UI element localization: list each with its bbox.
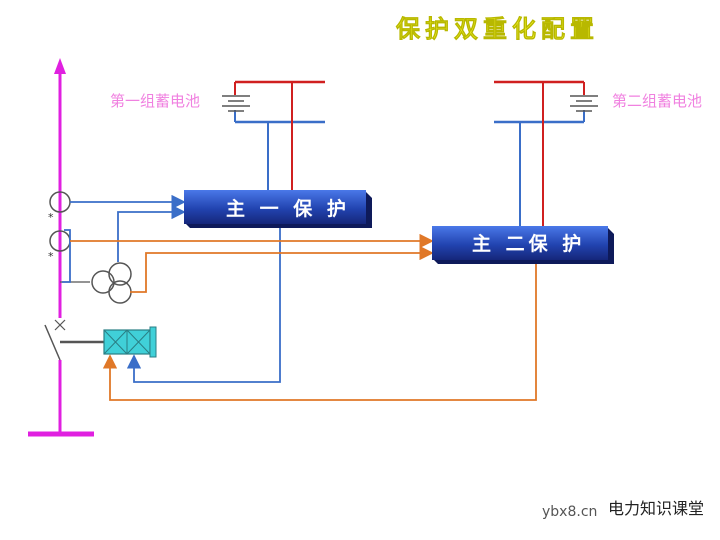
watermark-text: 电力知识课堂 <box>608 499 704 518</box>
battery-2-label: 第二组蓄电池 <box>612 92 702 110</box>
protection-2-box[interactable] <box>432 226 614 264</box>
battery-1-label: 第一组蓄电池 <box>110 92 200 110</box>
dc-supply-1 <box>267 82 293 192</box>
protection-2-wiring <box>70 233 537 401</box>
ct-mark-2: * <box>48 250 54 263</box>
protection-1-box[interactable] <box>184 190 372 228</box>
protection-1-label: 主 一 保 护 <box>226 197 350 220</box>
disconnect-switch <box>44 318 68 361</box>
protection-1-wiring <box>62 194 281 383</box>
protection-2-label: 主 二保 护 <box>472 232 585 255</box>
watermark: ybx8.cn 电力知识课堂 <box>542 499 704 520</box>
diagram-title: 保护双重化配置 <box>395 15 599 43</box>
dc-supply-2 <box>519 82 544 226</box>
circuit-breaker-coil <box>60 326 157 358</box>
ct-mark-1: * <box>48 211 54 224</box>
main-busbar <box>28 58 94 437</box>
battery-group-2 <box>494 80 598 124</box>
battery-group-1 <box>222 80 325 124</box>
watermark-site: ybx8.cn <box>542 504 597 520</box>
